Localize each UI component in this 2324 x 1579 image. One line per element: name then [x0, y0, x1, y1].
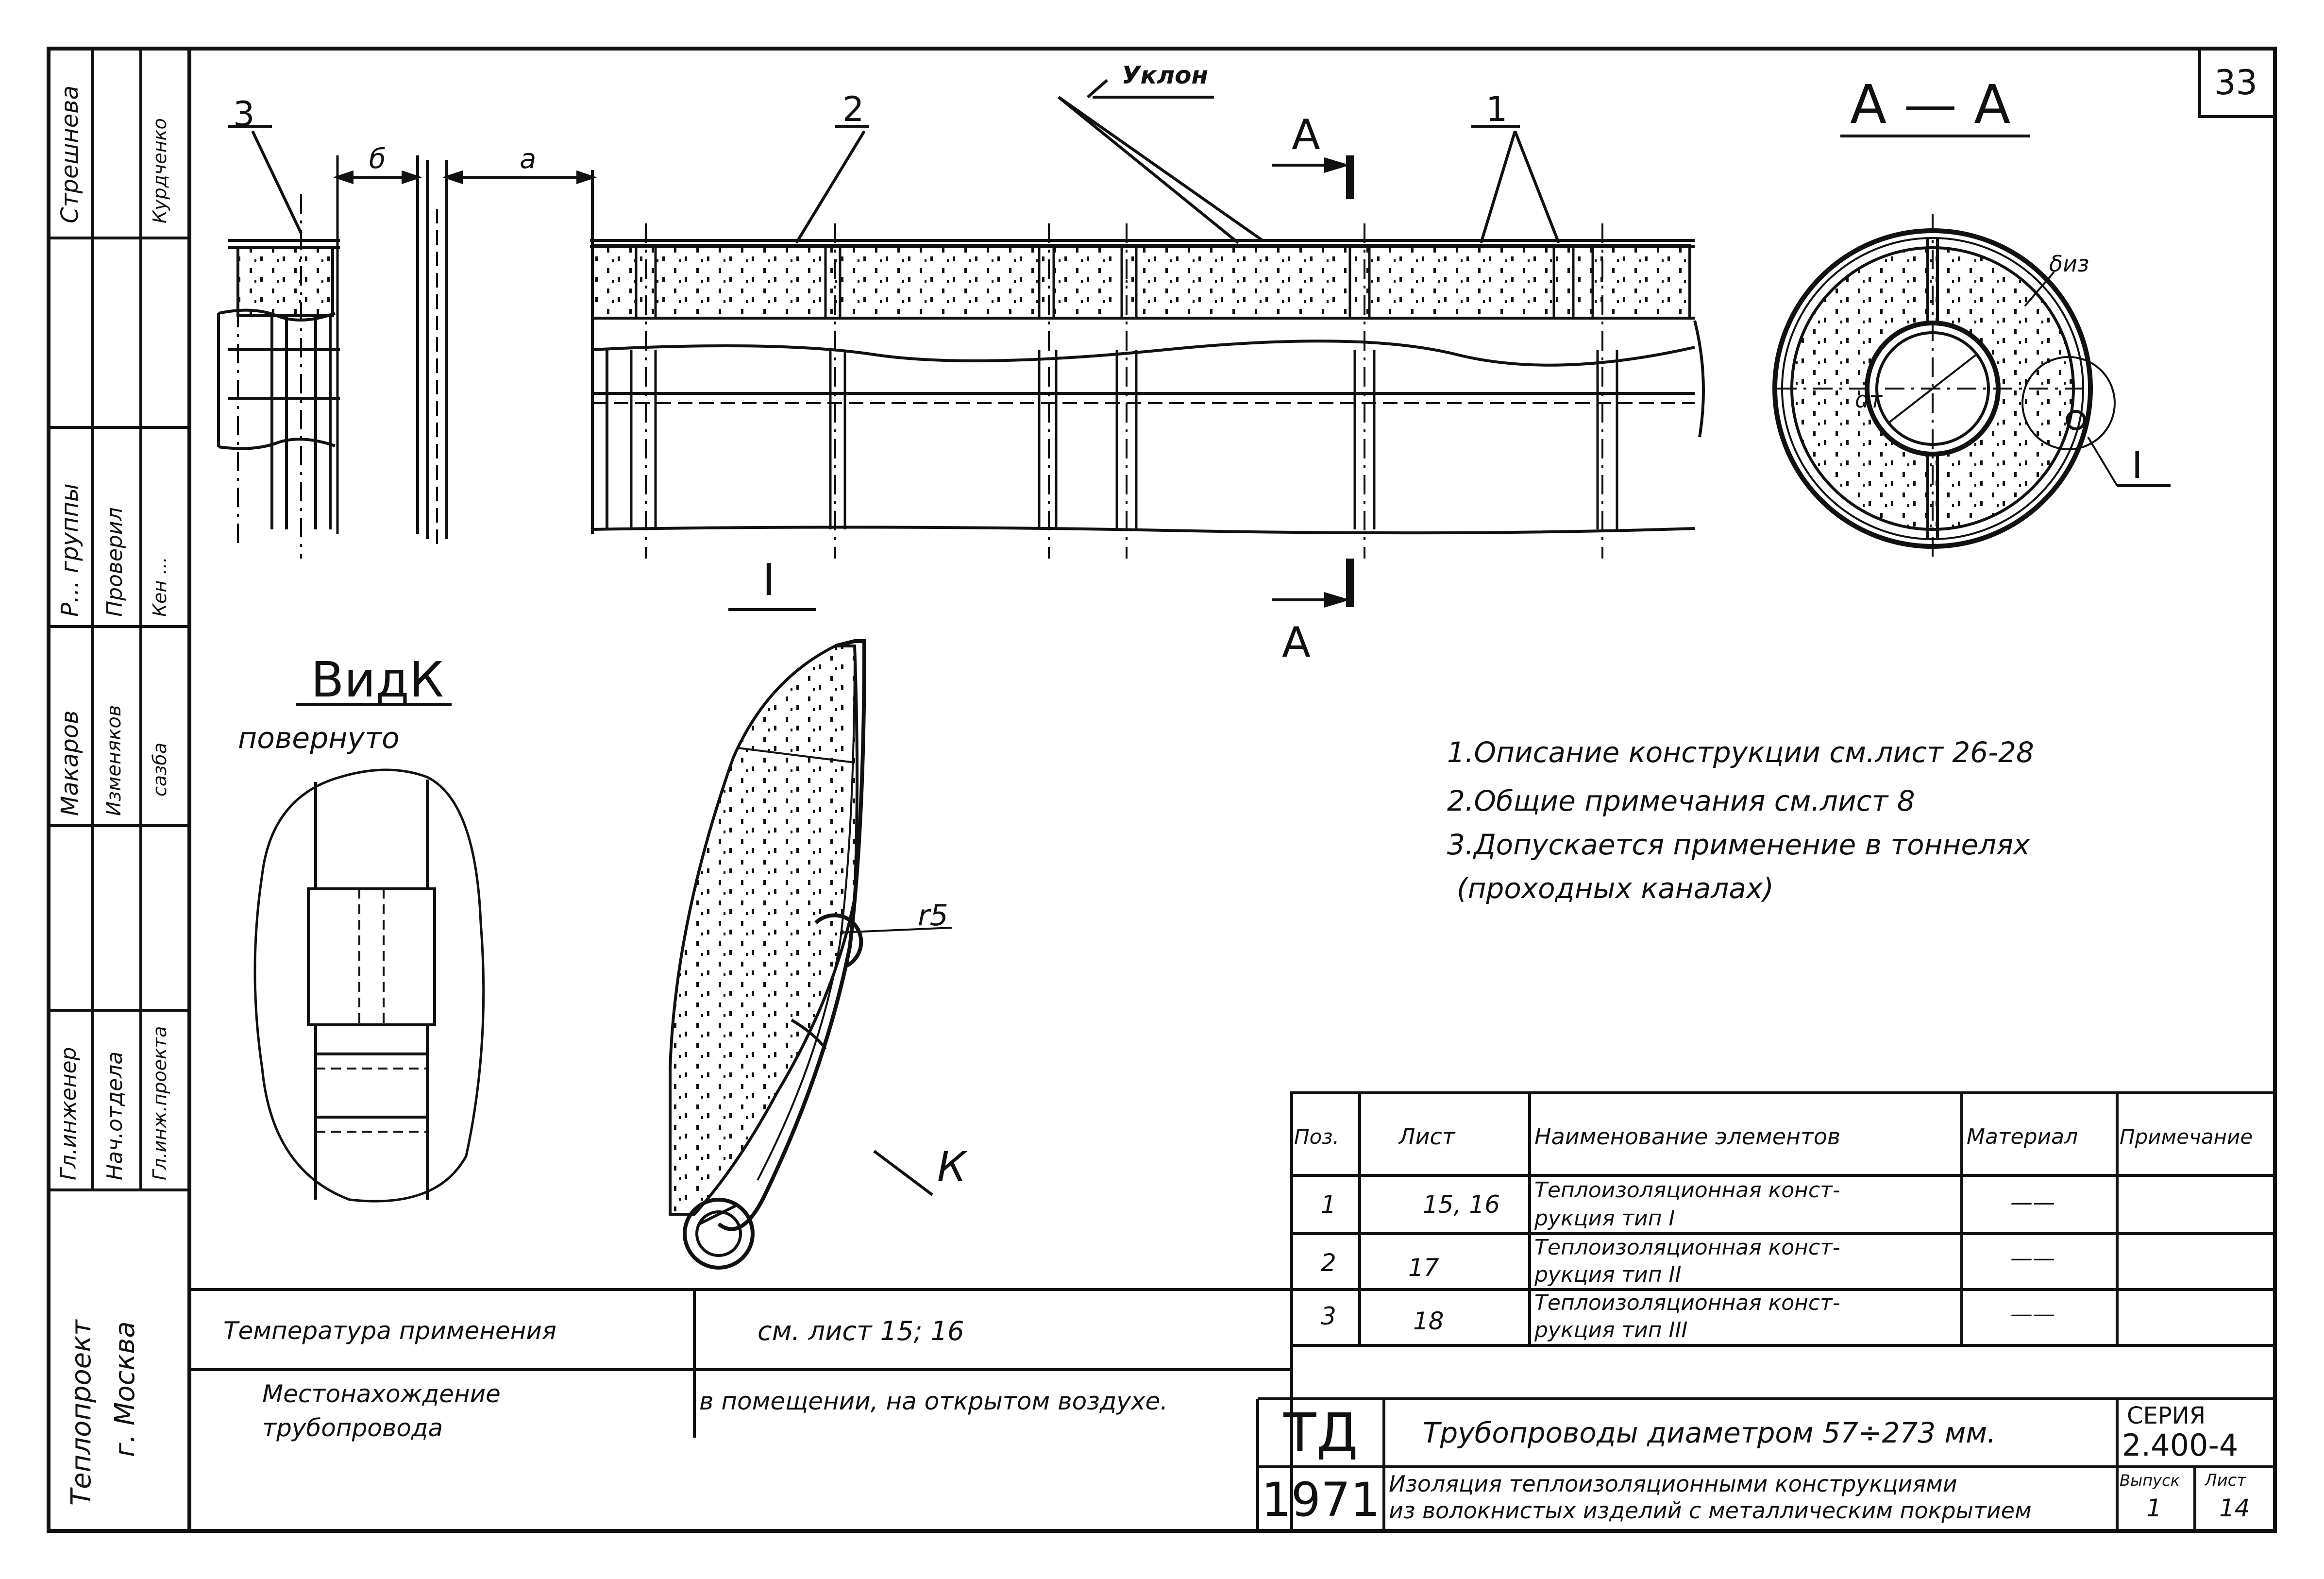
- stamp-cell: Кен ...: [149, 557, 170, 617]
- series-value: 2.400-4: [2122, 1428, 2239, 1462]
- sheet-value: 14: [2219, 1494, 2250, 1522]
- sheet-number: 33: [2214, 63, 2258, 102]
- position-label-3: 3: [233, 94, 255, 134]
- stamp-cell: Гл.инженер: [56, 1047, 81, 1180]
- spec-row-sheet: 17: [1408, 1254, 1439, 1282]
- spec-row-name: рукция тип II: [1534, 1262, 1682, 1287]
- view-k-title: ВидК: [311, 651, 444, 708]
- spec-header-sheet: Лист: [1398, 1123, 1455, 1150]
- issue-value: 1: [2146, 1494, 2162, 1522]
- conditions-temperature-label: Температура применения: [223, 1317, 556, 1345]
- org-city: г. Москва: [109, 1321, 141, 1457]
- detail-i: [668, 639, 952, 1270]
- detail-title: I: [762, 555, 775, 606]
- pipeline-elevation: [217, 79, 1705, 611]
- view-k-subtitle: повернуто: [238, 721, 400, 755]
- slope-label: Уклон: [1122, 61, 1209, 89]
- spec-row-material: ——: [2010, 1189, 2055, 1215]
- insulation-thickness-label: δиз: [2049, 251, 2089, 277]
- conditions-location-label: Местонахождение: [262, 1380, 501, 1408]
- section-mark-bottom: А: [1282, 618, 1311, 667]
- section-a-a: [1772, 135, 2171, 559]
- spec-table-grid: [1290, 1091, 2276, 1347]
- spec-row-pos: 2: [1321, 1249, 1336, 1277]
- spec-header-material: Материал: [1967, 1124, 2078, 1149]
- stamp-cell: Стрешнева: [56, 85, 84, 223]
- spec-row-name: Теплоизоляционная конст-: [1534, 1290, 1840, 1315]
- section-title: А — А: [1850, 73, 2011, 136]
- note-2: 2.Общие примечания см.лист 8: [1447, 784, 1915, 817]
- stamp-cell: сазба: [149, 742, 170, 797]
- spec-row-sheet: 18: [1413, 1307, 1444, 1335]
- org-name: Теплопроект: [66, 1320, 97, 1506]
- stamp-cell: Нач.отдела: [102, 1051, 127, 1180]
- spec-header-name: Наименование элементов: [1534, 1123, 1841, 1150]
- stamp-cell: Гл.инж.проекта: [149, 1026, 170, 1180]
- title-block-grid: [1256, 1397, 2275, 1531]
- spec-row-name: рукция тип I: [1534, 1205, 1675, 1231]
- conditions-location-value: в помещении, на открытом воздухе.: [699, 1387, 1168, 1415]
- dimension-b: б: [369, 143, 386, 175]
- radius-label: r5: [918, 899, 948, 933]
- dimension-a: a: [520, 143, 537, 175]
- note-3: 3.Допускается применение в тоннелях: [1447, 828, 2030, 861]
- position-label-1: 1: [1486, 89, 1508, 129]
- sheet-label: Лист: [2205, 1470, 2247, 1490]
- document-subtitle: из волокнистых изделий с металлическим п…: [1389, 1497, 2032, 1524]
- stamp-cell: Проверил: [102, 507, 127, 617]
- spec-header-pos: Поз.: [1294, 1124, 1339, 1149]
- spec-row-material: ——: [2010, 1245, 2055, 1271]
- conditions-location-label: трубопровода: [262, 1414, 443, 1442]
- k-arrow-label: К: [937, 1143, 966, 1190]
- spec-row-name: Теплоизоляционная конст-: [1534, 1177, 1840, 1203]
- sheet-frame: [47, 47, 2277, 1533]
- pipe-diameter-label: dт: [1855, 387, 1882, 413]
- spec-row-pos: 3: [1321, 1302, 1336, 1330]
- conditions-table-grid: [189, 1288, 1293, 1531]
- section-mark-top: А: [1292, 111, 1320, 159]
- spec-header-note: Примечание: [2120, 1124, 2253, 1149]
- position-label-2: 2: [842, 89, 864, 129]
- series-label: СЕРИЯ: [2127, 1402, 2206, 1429]
- note-3-cont: (проходных каналах): [1457, 872, 1774, 905]
- stamp-cell: Курдченко: [149, 118, 170, 223]
- document-title: Трубопроводы диаметром 57÷273 мм.: [1423, 1416, 1996, 1449]
- spec-row-pos: 1: [1321, 1190, 1336, 1219]
- conditions-temperature-value: см. лист 15; 16: [758, 1315, 964, 1346]
- spec-row-name: Теплоизоляционная конст-: [1534, 1235, 1840, 1260]
- document-subtitle: Изоляция теплоизоляционными конструкциям…: [1389, 1471, 1957, 1497]
- note-1: 1.Описание конструкции см.лист 26-28: [1447, 736, 2034, 769]
- spec-row-name: рукция тип III: [1534, 1317, 1688, 1342]
- stamp-cell: Макаров: [56, 710, 84, 816]
- stamp-cell: Р... группы: [56, 483, 84, 617]
- issue-label: Выпуск: [2120, 1471, 2180, 1490]
- stamp-cell: Изменяков: [103, 705, 125, 816]
- detail-ref: I: [2132, 443, 2143, 487]
- spec-row-material: ——: [2010, 1301, 2055, 1327]
- td-mark: ТД: [1283, 1402, 1358, 1464]
- view-k: [253, 703, 485, 1203]
- year: 1971: [1263, 1472, 1379, 1527]
- spec-row-sheet: 15, 16: [1423, 1190, 1500, 1219]
